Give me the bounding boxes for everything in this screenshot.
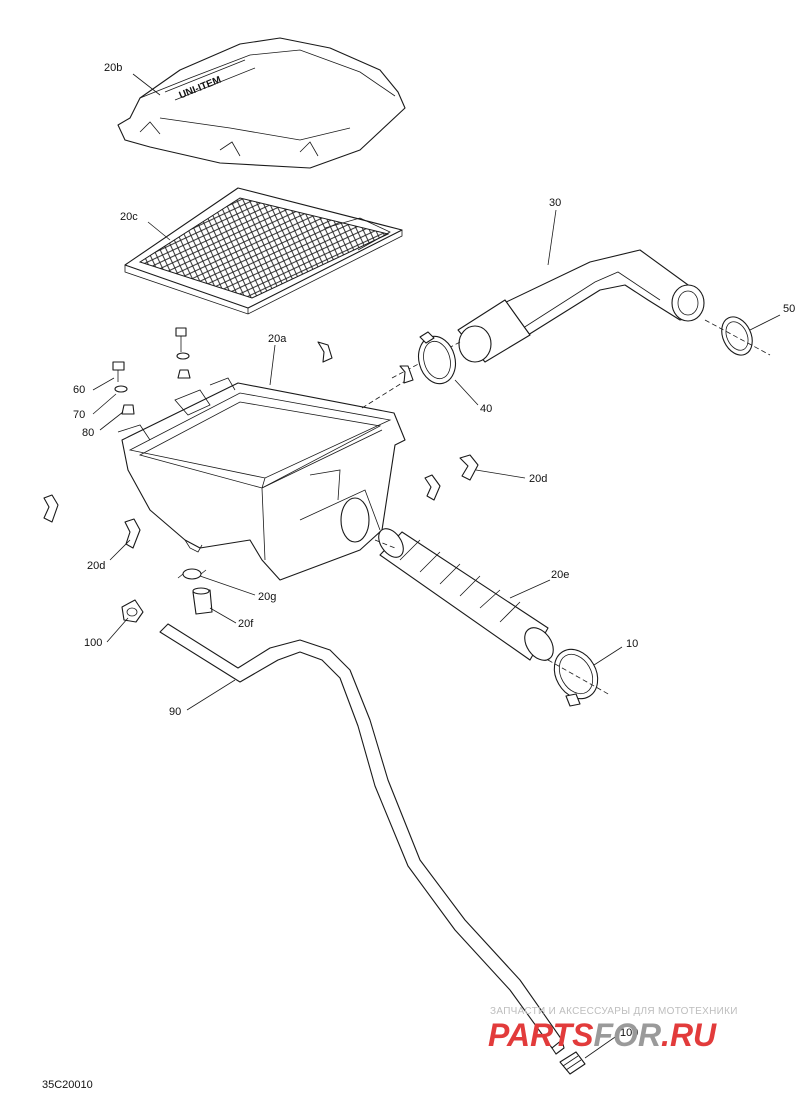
label-60: 60	[73, 384, 85, 396]
watermark-tagline: ЗАПЧАСТИ И АКСЕССУАРЫ ДЛЯ МОТОТЕХНИКИ	[490, 1006, 738, 1017]
label-100-top: 100	[84, 637, 102, 649]
inlet-tube-20e	[374, 528, 554, 661]
fasteners-60-70-80	[112, 327, 191, 415]
clip-20g	[177, 568, 207, 580]
label-10: 10	[626, 638, 638, 650]
label-20d-right: 20d	[529, 473, 547, 485]
drain-cap-20f	[192, 587, 213, 615]
watermark-brand-gray: FOR	[594, 1017, 662, 1053]
label-20g: 20g	[258, 591, 276, 603]
airbox-body-20a	[117, 377, 411, 581]
label-20c: 20c	[120, 211, 138, 223]
clamp-10	[547, 648, 611, 707]
air-filter-20c	[124, 187, 403, 315]
label-20f: 20f	[238, 618, 254, 630]
clamp-40	[417, 331, 457, 385]
fitting-100-bottom	[559, 1051, 586, 1075]
label-50: 50	[783, 303, 795, 315]
label-80: 80	[82, 427, 94, 439]
label-20d-left: 20d	[87, 560, 105, 572]
watermark: ЗАПЧАСТИ И АКСЕССУАРЫ ДЛЯ МОТОТЕХНИКИ PA…	[488, 1006, 738, 1053]
clamp-50	[704, 316, 771, 356]
label-70: 70	[73, 409, 85, 421]
clamp-100-top	[121, 599, 144, 623]
label-20e: 20e	[551, 569, 569, 581]
watermark-brand: PARTSFOR.RU	[488, 1017, 717, 1053]
callout-labels: 20b 20c 30 50 20a 40 60 70 80 20d 20d 20…	[73, 62, 795, 1039]
label-100-bottom: 100	[620, 1027, 638, 1039]
intake-boot-30	[391, 249, 705, 379]
label-40: 40	[480, 403, 492, 415]
airbox-cover-20b: UNI-ITEM	[117, 37, 406, 169]
leader-lines	[92, 73, 781, 1059]
clip-20d-right	[424, 454, 479, 501]
label-20b: 20b	[104, 62, 122, 74]
label-20a: 20a	[268, 333, 287, 345]
watermark-brand-red: PARTS	[488, 1017, 594, 1053]
drain-hose-90	[159, 623, 565, 1055]
diagram-code: 35C20010	[42, 1079, 93, 1091]
label-30: 30	[549, 197, 561, 209]
label-90: 90	[169, 706, 181, 718]
watermark-brand-domain: .RU	[661, 1017, 717, 1053]
